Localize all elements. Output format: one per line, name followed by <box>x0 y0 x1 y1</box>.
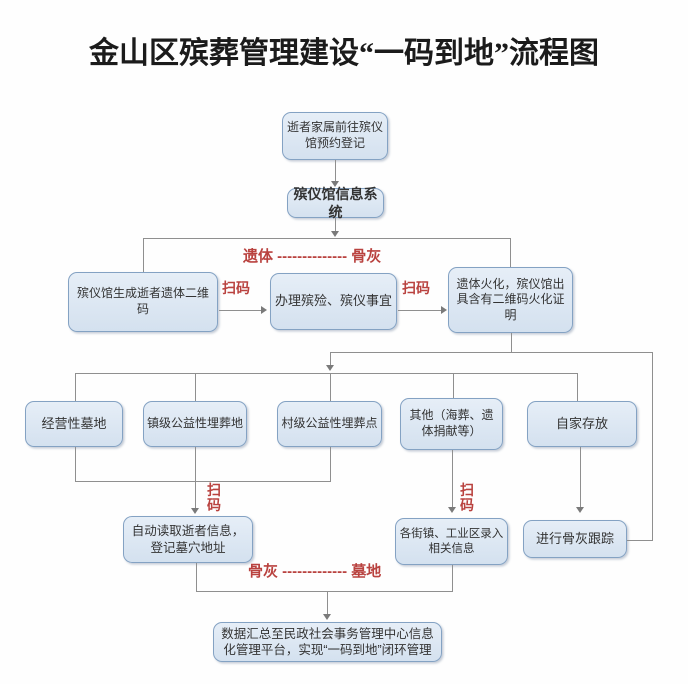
node-home-storage: 自家存放 <box>527 401 637 447</box>
node-auto-read: 自动读取逝者信息，登记墓穴地址 <box>123 516 253 563</box>
connector-other-to-street <box>452 450 453 507</box>
label-scan-code-2: 扫码 <box>402 280 430 296</box>
connector-street-down <box>452 565 453 591</box>
node-handle-funeral: 办理殡殓、殡仪事宜 <box>270 273 397 330</box>
node-village-burial: 村级公益性埋葬点 <box>277 401 382 447</box>
connector-merge-bar <box>75 481 331 482</box>
connector-autoread-down <box>196 563 197 591</box>
node-info-system: 殡仪馆信息系统 <box>287 186 384 220</box>
connector-right-long <box>652 352 653 540</box>
arrow-down-icon <box>331 231 339 237</box>
connector-split-to-cremation <box>510 238 511 267</box>
arrow-down-icon <box>576 507 584 513</box>
node-family-register: 逝者家属前往殡仪馆预约登记 <box>282 112 388 160</box>
node-generate-qr: 殡仪馆生成逝者遗体二维码 <box>68 272 218 332</box>
connector-handle-to-cremation <box>398 310 441 311</box>
connector-cremation-bar <box>330 352 653 353</box>
arrow-down-icon <box>331 181 339 187</box>
connector-bar-to-summary <box>327 591 328 615</box>
node-other-disposal: 其他（海葬、遗体捐献等） <box>400 398 503 450</box>
label-scan-code-3: 扫码 <box>207 482 221 513</box>
page-title: 金山区殡葬管理建设“一码到地”流程图 <box>89 37 599 70</box>
arrow-down-icon <box>323 614 331 620</box>
node-data-summary: 数据汇总至民政社会事务管理中心信息化管理平台，实现“一码到地”闭环管理 <box>213 622 442 662</box>
label-scan-code-1: 扫码 <box>222 280 250 296</box>
connector-drop-town <box>195 373 196 401</box>
connector-drop-other <box>453 373 454 398</box>
connector-merge-to-autoread <box>195 447 196 508</box>
arrow-down-icon <box>448 507 456 513</box>
connector-distribution-bar <box>75 373 578 374</box>
connector-village-down <box>330 447 331 481</box>
arrow-right-icon <box>261 306 267 314</box>
connector-home-to-tracking <box>580 447 581 507</box>
connector-bottom-bar <box>196 591 453 592</box>
connector-qr-to-handle <box>219 310 261 311</box>
node-ash-tracking: 进行骨灰跟踪 <box>523 520 627 558</box>
label-scan-code-4: 扫码 <box>460 482 474 513</box>
node-commercial-cemetery: 经营性墓地 <box>25 401 123 447</box>
connector-bar-to-distribution <box>330 352 331 366</box>
connector-drop-village <box>330 373 331 401</box>
connector-drop-home <box>577 373 578 401</box>
arrow-down-icon <box>326 365 334 371</box>
arrow-right-icon <box>441 306 447 314</box>
node-cremation: 遗体火化，殡仪馆出具含有二维码火化证明 <box>448 267 573 333</box>
label-body-to-ash: 遗体 -------------- 骨灰 <box>243 248 382 265</box>
connector-commercial-down <box>75 447 76 481</box>
connector-split-to-qr <box>143 238 144 272</box>
connector-cremation-down <box>511 333 512 352</box>
connector-right-to-tracking <box>627 540 653 541</box>
node-town-burial: 镇级公益性埋葬地 <box>143 401 247 447</box>
node-street-input: 各街镇、工业区录入相关信息 <box>395 518 508 565</box>
arrow-down-icon <box>191 508 199 514</box>
connector-system-to-split <box>335 218 336 231</box>
connector-register-to-system <box>335 160 336 181</box>
connector-drop-commercial <box>75 373 76 401</box>
label-ash-to-cemetery: 骨灰 ------------- 墓地 <box>248 563 382 580</box>
connector-split-bar-top <box>143 238 511 239</box>
